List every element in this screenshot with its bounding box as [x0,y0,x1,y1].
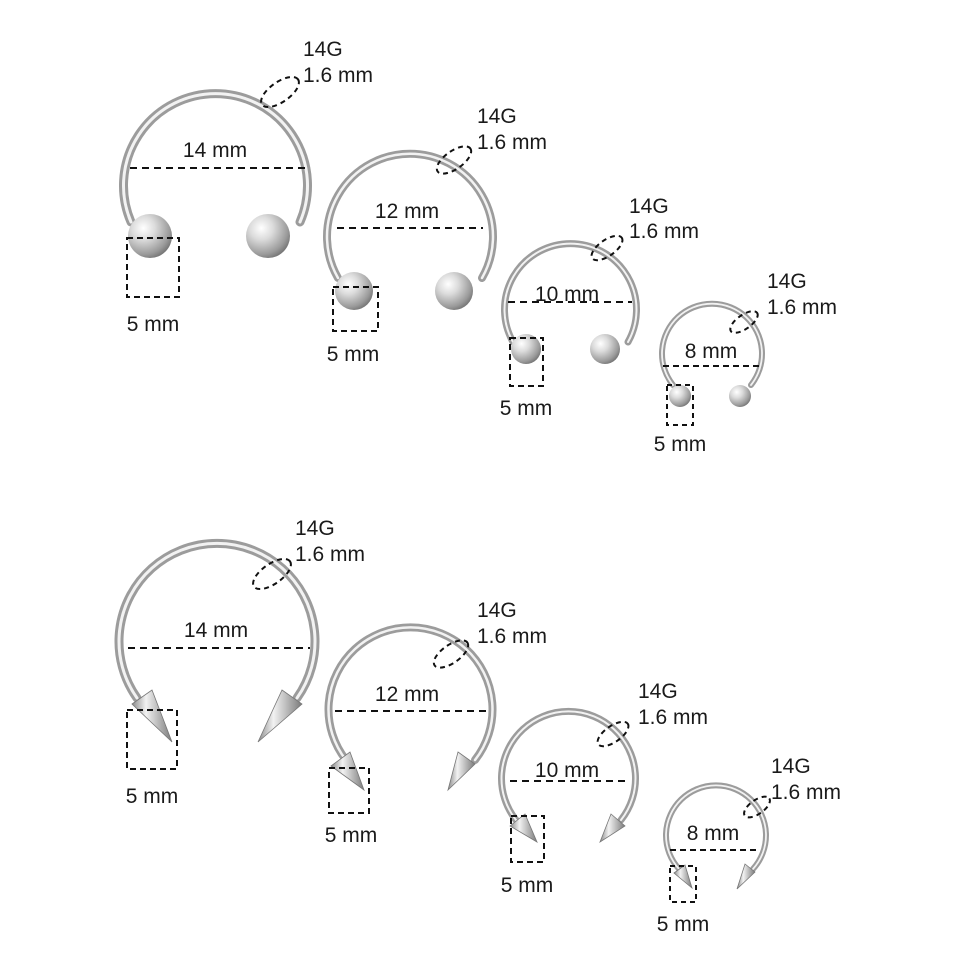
thickness-dashed-ellipse [432,639,470,669]
thickness-label: 1.6 mm [477,625,547,648]
end-size-dashed-box [328,767,370,814]
spike-ring-10mm: 10 mm 14G 1.6 mm 5 mm [498,680,708,897]
end-size-dashed-box [332,286,379,332]
gauge-label: 14G [629,195,669,218]
end-size-label: 5 mm [126,785,179,808]
thickness-dashed-ellipse [590,234,624,262]
end-size-label: 5 mm [501,874,554,897]
thickness-dashed-ellipse [729,310,759,334]
end-size-dashed-box [510,815,545,863]
ring-band-highlight [117,541,317,700]
spike-end-left [330,751,365,792]
end-size-label: 5 mm [327,343,380,366]
ring-band-highlight [665,784,767,870]
diameter-label: 8 mm [685,340,738,363]
end-size-label: 5 mm [127,313,180,336]
ring-band-highlight [122,92,309,224]
end-size-label: 5 mm [500,397,553,420]
thickness-label: 1.6 mm [629,220,699,243]
thickness-label: 1.6 mm [295,543,365,566]
ball-end-right [435,272,473,310]
spike-ring-8mm: 8 mm 14G 1.6 mm 5 mm [657,755,841,936]
ring-band-highlight [503,242,638,343]
ring-band-highlight [661,302,763,386]
ball-end-right [590,334,620,364]
gauge-label: 14G [295,517,335,540]
spike-ring-14mm: 14 mm 14G 1.6 mm 5 mm [114,517,365,808]
ring-band-highlight [500,710,637,821]
spike-end-right [736,863,756,890]
end-size-dashed-box [669,865,697,903]
end-size-label: 5 mm [325,824,378,847]
ball-ring-14mm: 14 mm 14G 1.6 mm 5 mm [119,38,373,336]
diameter-label: 14 mm [183,139,247,162]
ball-end-left [335,272,373,310]
spike-end-left [509,813,538,843]
ball-ring-12mm: 12 mm 14G 1.6 mm 5 mm [323,105,547,366]
ball-end-left [128,214,172,258]
thickness-label: 1.6 mm [303,64,373,87]
diameter-label: 10 mm [535,759,599,782]
diameter-label: 10 mm [535,283,599,306]
ring-band-highlight [325,152,495,280]
thickness-label: 1.6 mm [477,131,547,154]
ring-band-highlight [327,626,494,762]
ball-ring-8mm: 8 mm 14G 1.6 mm 5 mm [654,270,837,456]
thickness-label: 1.6 mm [638,706,708,729]
end-size-label: 5 mm [657,913,710,936]
spike-end-right [447,751,476,792]
end-size-dashed-box [126,237,180,298]
ball-end-left [511,334,541,364]
spike-ring-12mm: 12 mm 14G 1.6 mm 5 mm [324,599,547,847]
ball-end-left [669,385,691,407]
diameter-label: 12 mm [375,200,439,223]
spike-end-left [131,689,173,743]
gauge-label: 14G [303,38,343,61]
gauge-label: 14G [638,680,678,703]
spike-end-right [599,813,626,844]
end-size-dashed-box [126,709,178,770]
thickness-label: 1.6 mm [767,296,837,319]
thickness-dashed-ellipse [435,145,473,175]
gauge-label: 14G [767,270,807,293]
diameter-label: 8 mm [687,822,740,845]
gauge-label: 14G [771,755,811,778]
end-size-label: 5 mm [654,433,707,456]
ball-ring-10mm: 10 mm 14G 1.6 mm 5 mm [500,195,699,420]
thickness-dashed-ellipse [260,75,300,109]
thickness-dashed-ellipse [252,557,292,591]
spike-end-left [673,864,693,890]
end-size-dashed-box [666,384,694,426]
thickness-dashed-ellipse [743,795,771,819]
thickness-dashed-ellipse [596,720,630,748]
ball-end-right [729,385,751,407]
gauge-label: 14G [477,105,517,128]
thickness-label: 1.6 mm [771,781,841,804]
diameter-label: 14 mm [184,619,248,642]
gauge-label: 14G [477,599,517,622]
diameter-label: 12 mm [375,683,439,706]
spike-end-right [257,689,303,743]
ball-end-right [246,214,290,258]
